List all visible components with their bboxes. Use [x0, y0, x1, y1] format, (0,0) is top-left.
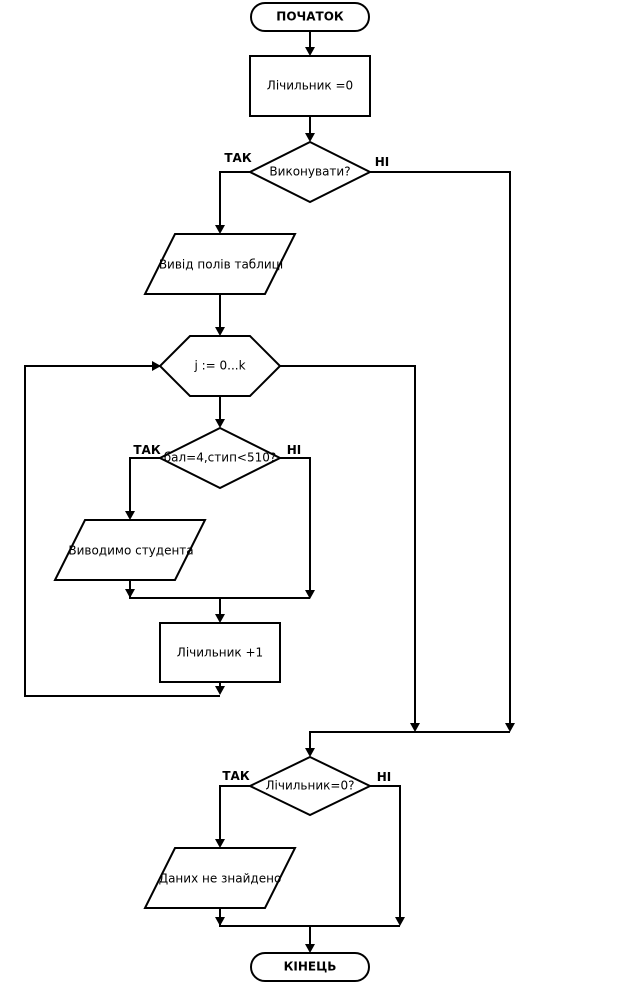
loop-label: j := 0...k	[193, 359, 245, 373]
execute-decision-node: Виконувати? ТАК НІ	[224, 140, 390, 204]
arrow-head	[215, 614, 225, 623]
end-label: КІНЕЦЬ	[284, 960, 337, 974]
no-data-parallelogram	[143, 847, 297, 909]
edge-execute-no	[370, 171, 511, 726]
counter-zero-label: Лічильник=0?	[266, 779, 355, 793]
no-data-node: Даних не знайдено	[143, 847, 297, 909]
execute-decision-label: Виконувати?	[269, 165, 350, 179]
edge-loop-exit	[280, 365, 416, 726]
arrow-head	[305, 944, 315, 953]
counter-init-label: Лічильник =0	[267, 79, 353, 93]
arrow-head	[410, 723, 420, 732]
no-data-label: Даних не знайдено	[159, 872, 282, 886]
arrow-head	[215, 419, 225, 428]
counter-increment-label: Лічильник +1	[177, 646, 263, 660]
counter-increment-node: Лічильник +1	[159, 622, 281, 683]
counter-zero-decision-node: Лічильник=0? ТАК НІ	[222, 755, 392, 817]
output-fields-node: Вивід полів таблиці	[143, 233, 297, 295]
arrow-head	[305, 133, 315, 142]
arrow-head	[305, 47, 315, 56]
start-terminator	[250, 2, 370, 32]
end-terminator	[250, 952, 370, 982]
arrow-head	[152, 361, 161, 371]
execute-decision-diamond	[247, 140, 373, 204]
zero-no-label: НІ	[377, 770, 392, 784]
loop-hexagon	[158, 335, 282, 397]
arrow-head	[395, 917, 405, 926]
execute-yes-label: ТАК	[224, 151, 251, 165]
arrowheads	[125, 47, 515, 953]
output-student-parallelogram	[53, 519, 207, 581]
arrow-head	[215, 917, 225, 926]
grade-yes-label: ТАК	[133, 443, 160, 457]
execute-no-label: НІ	[375, 155, 390, 169]
arrow-head	[305, 590, 315, 599]
output-fields-label: Вивід полів таблиці	[159, 258, 283, 272]
counter-increment-process	[159, 622, 281, 683]
edge-final-merge	[219, 908, 400, 927]
edge-merge-line	[129, 580, 310, 599]
zero-yes-label: ТАК	[222, 769, 249, 783]
edge-grade-no	[280, 457, 311, 592]
counter-init-node: Лічильник =0	[249, 55, 371, 117]
arrow-head	[215, 686, 225, 695]
output-student-label: Виводимо студента	[68, 544, 193, 558]
output-student-node: Виводимо студента	[53, 519, 207, 581]
start-node: ПОЧАТОК	[250, 2, 370, 32]
grade-decision-node: бал=4,стип<510? ТАК НІ	[133, 426, 302, 490]
arrow-head	[125, 511, 135, 520]
arrow-head	[305, 748, 315, 757]
edge-loop-back	[24, 365, 220, 697]
start-label: ПОЧАТОК	[276, 10, 344, 24]
counter-init-process	[249, 55, 371, 117]
edge-zero-yes	[219, 785, 250, 841]
edge-join-line	[309, 731, 510, 750]
grade-decision-diamond	[157, 426, 283, 490]
loop-node: j := 0...k	[158, 335, 282, 397]
arrow-head	[215, 839, 225, 848]
counter-zero-diamond	[247, 755, 373, 817]
arrow-head	[215, 225, 225, 234]
output-fields-parallelogram	[143, 233, 297, 295]
end-node: КІНЕЦЬ	[250, 952, 370, 982]
edge-zero-no	[370, 785, 401, 919]
grade-decision-label: бал=4,стип<510?	[164, 451, 277, 465]
grade-no-label: НІ	[287, 443, 302, 457]
arrow-head	[215, 327, 225, 336]
arrow-head	[505, 723, 515, 732]
edge-execute-yes	[219, 171, 250, 227]
edge-grade-yes	[129, 457, 160, 513]
arrow-head	[125, 589, 135, 598]
